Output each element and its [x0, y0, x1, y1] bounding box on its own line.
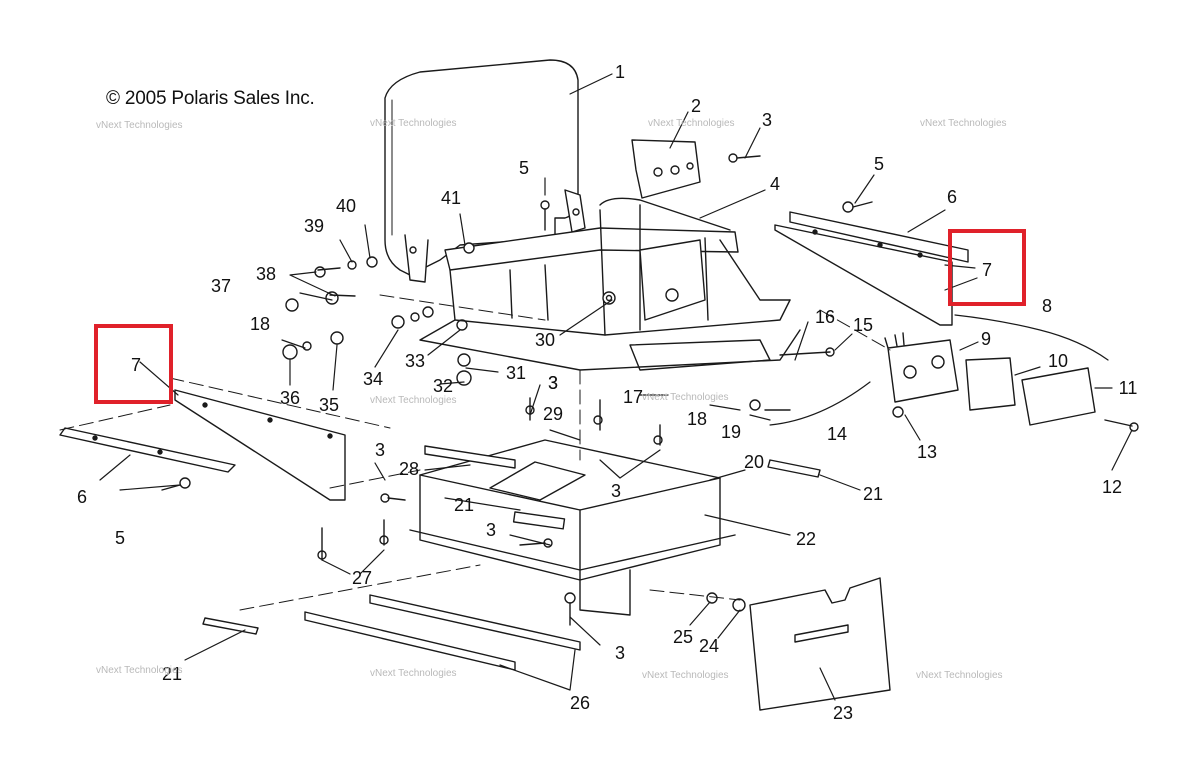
- copyright-notice: © 2005 Polaris Sales Inc.: [106, 88, 315, 109]
- callout-38: 38: [256, 264, 276, 284]
- callout-21: 21: [863, 484, 883, 504]
- nut-part: [463, 242, 616, 305]
- callout-39: 39: [304, 216, 324, 236]
- side-panel-left: [59, 389, 346, 501]
- callout-26: 26: [570, 693, 590, 713]
- callout-3: 3: [611, 481, 621, 501]
- callout-37: 37: [211, 276, 231, 296]
- callout-7: 7: [982, 260, 992, 280]
- callout-41: 41: [441, 188, 461, 208]
- callout-30: 30: [535, 330, 555, 350]
- callout-3: 3: [615, 643, 625, 663]
- callout-35: 35: [319, 395, 339, 415]
- callout-27: 27: [352, 568, 372, 588]
- callout-6: 6: [947, 187, 957, 207]
- callout-17: 17: [623, 387, 643, 407]
- rack-frame-part: [419, 197, 801, 371]
- callout-3: 3: [762, 110, 772, 130]
- highlight-boxes: [94, 229, 1026, 404]
- callout-3: 3: [548, 373, 558, 393]
- callout-19: 19: [721, 422, 741, 442]
- callout-5: 5: [874, 154, 884, 174]
- callout-7: 7: [131, 355, 141, 375]
- callout-28: 28: [399, 459, 419, 479]
- callout-14: 14: [827, 424, 847, 444]
- callout-36: 36: [280, 388, 300, 408]
- callout-5: 5: [519, 158, 529, 178]
- callout-24: 24: [699, 636, 719, 656]
- runner-part: [304, 594, 581, 671]
- callout-4: 4: [770, 174, 780, 194]
- callout-29: 29: [543, 404, 563, 424]
- callout-13: 13: [917, 442, 937, 462]
- flap-plate-part: [749, 577, 891, 711]
- callout-31: 31: [506, 363, 526, 383]
- highlight-box-left: [94, 324, 173, 404]
- callout-11: 11: [1119, 378, 1138, 398]
- callout-3: 3: [548, 373, 558, 393]
- callout-3: 3: [486, 520, 496, 540]
- callout-16: 16: [815, 307, 835, 327]
- mat-part: [424, 445, 586, 501]
- callout-21: 21: [162, 664, 182, 684]
- callout-18: 18: [687, 409, 707, 429]
- callout-2: 2: [691, 96, 701, 116]
- callout-3: 3: [375, 440, 385, 460]
- callout-12: 12: [1102, 477, 1122, 497]
- callout-40: 40: [336, 196, 356, 216]
- callout-34: 34: [363, 369, 383, 389]
- highlight-box-right: [948, 229, 1026, 306]
- callout-23: 23: [833, 703, 853, 723]
- callout-20: 20: [744, 452, 764, 472]
- side-panel-right: [774, 211, 969, 326]
- callout-5: 5: [115, 528, 125, 548]
- callout-9: 9: [981, 329, 991, 349]
- callout-15: 15: [853, 315, 873, 335]
- assembly-lines: [59, 294, 891, 611]
- tail-light-part: [884, 332, 1096, 426]
- bracket-plate-part: [631, 139, 701, 199]
- callout-25: 25: [673, 627, 693, 647]
- callout-33: 33: [405, 351, 425, 371]
- callout-22: 22: [796, 529, 816, 549]
- callout-21: 21: [454, 495, 474, 515]
- callout-8: 8: [1042, 296, 1052, 316]
- leader-lines: [99, 73, 1133, 701]
- callout-6: 6: [77, 487, 87, 507]
- callout-18: 18: [250, 314, 270, 334]
- callout-32: 32: [433, 376, 453, 396]
- callout-10: 10: [1048, 351, 1068, 371]
- storage-box-part: [409, 439, 736, 616]
- backrest-part: [384, 59, 586, 283]
- callout-1: 1: [615, 62, 625, 82]
